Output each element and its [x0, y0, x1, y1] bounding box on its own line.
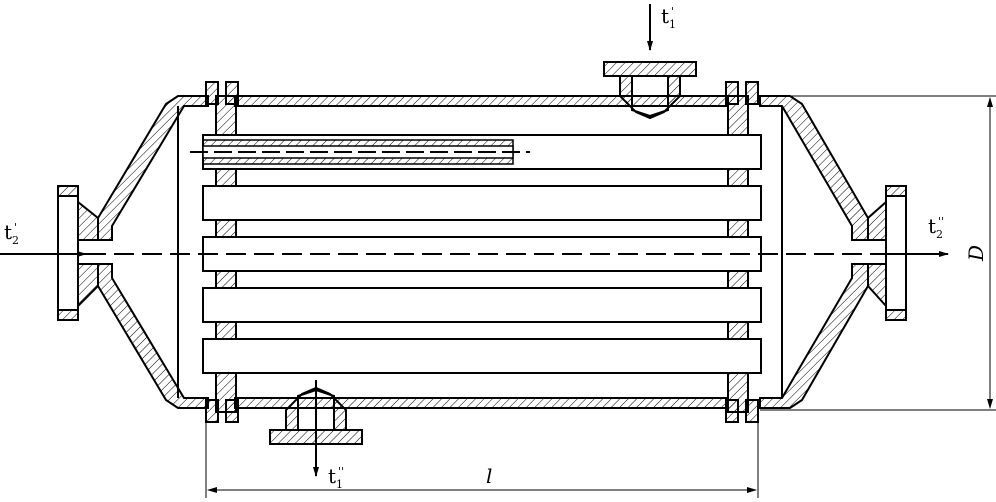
tube-cutaway: [190, 139, 530, 165]
dimension-D: [760, 95, 996, 411]
label-t2-out: t2'': [928, 214, 945, 241]
dimension-l: [205, 420, 759, 498]
label-diameter: D: [964, 244, 989, 262]
label-t1-out: t1'': [328, 464, 345, 491]
tube-2: [202, 185, 762, 221]
shell-bottom-wall: [234, 397, 728, 409]
top-nozzle: [603, 61, 697, 120]
shell-top-wall: [234, 95, 728, 107]
label-length: l: [486, 464, 493, 488]
label-t1-in: t1': [661, 4, 677, 31]
tube-4: [202, 287, 762, 323]
tube-5: [202, 338, 762, 374]
label-t2-in: t2': [4, 220, 20, 247]
left-head: [97, 95, 209, 409]
right-head: [759, 95, 869, 409]
